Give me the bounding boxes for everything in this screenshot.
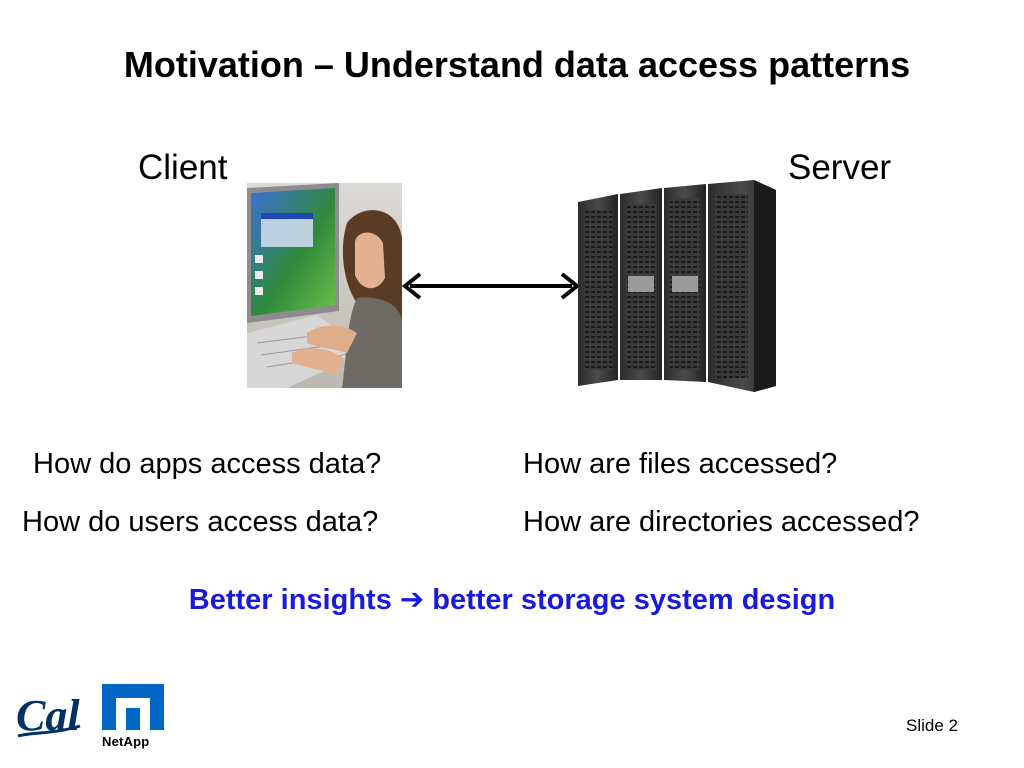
insight-after: better storage system design <box>432 584 836 616</box>
insight-before: Better insights <box>188 584 392 616</box>
question-apps-access-data: How do apps access data? <box>33 448 382 480</box>
client-user-image <box>247 183 402 388</box>
right-arrow-icon: ➔ <box>399 582 425 616</box>
double-headed-arrow-icon <box>401 272 581 300</box>
netapp-logo-text: NetApp <box>102 734 150 749</box>
server-label: Server <box>788 148 892 187</box>
cal-logo: Cal <box>16 691 81 740</box>
insight-statement: Better insights ➔ better storage system … <box>0 582 1024 617</box>
question-files-accessed: How are files accessed? <box>523 448 838 480</box>
slide-title: Motivation – Understand data access patt… <box>123 44 911 85</box>
question-users-access-data: How do users access data? <box>22 506 379 538</box>
client-label: Client <box>138 148 228 187</box>
slide-number: Slide 2 <box>906 716 958 735</box>
question-directories-accessed: How are directories accessed? <box>523 506 920 538</box>
netapp-logo <box>102 684 164 730</box>
server-rack-image <box>578 180 776 392</box>
